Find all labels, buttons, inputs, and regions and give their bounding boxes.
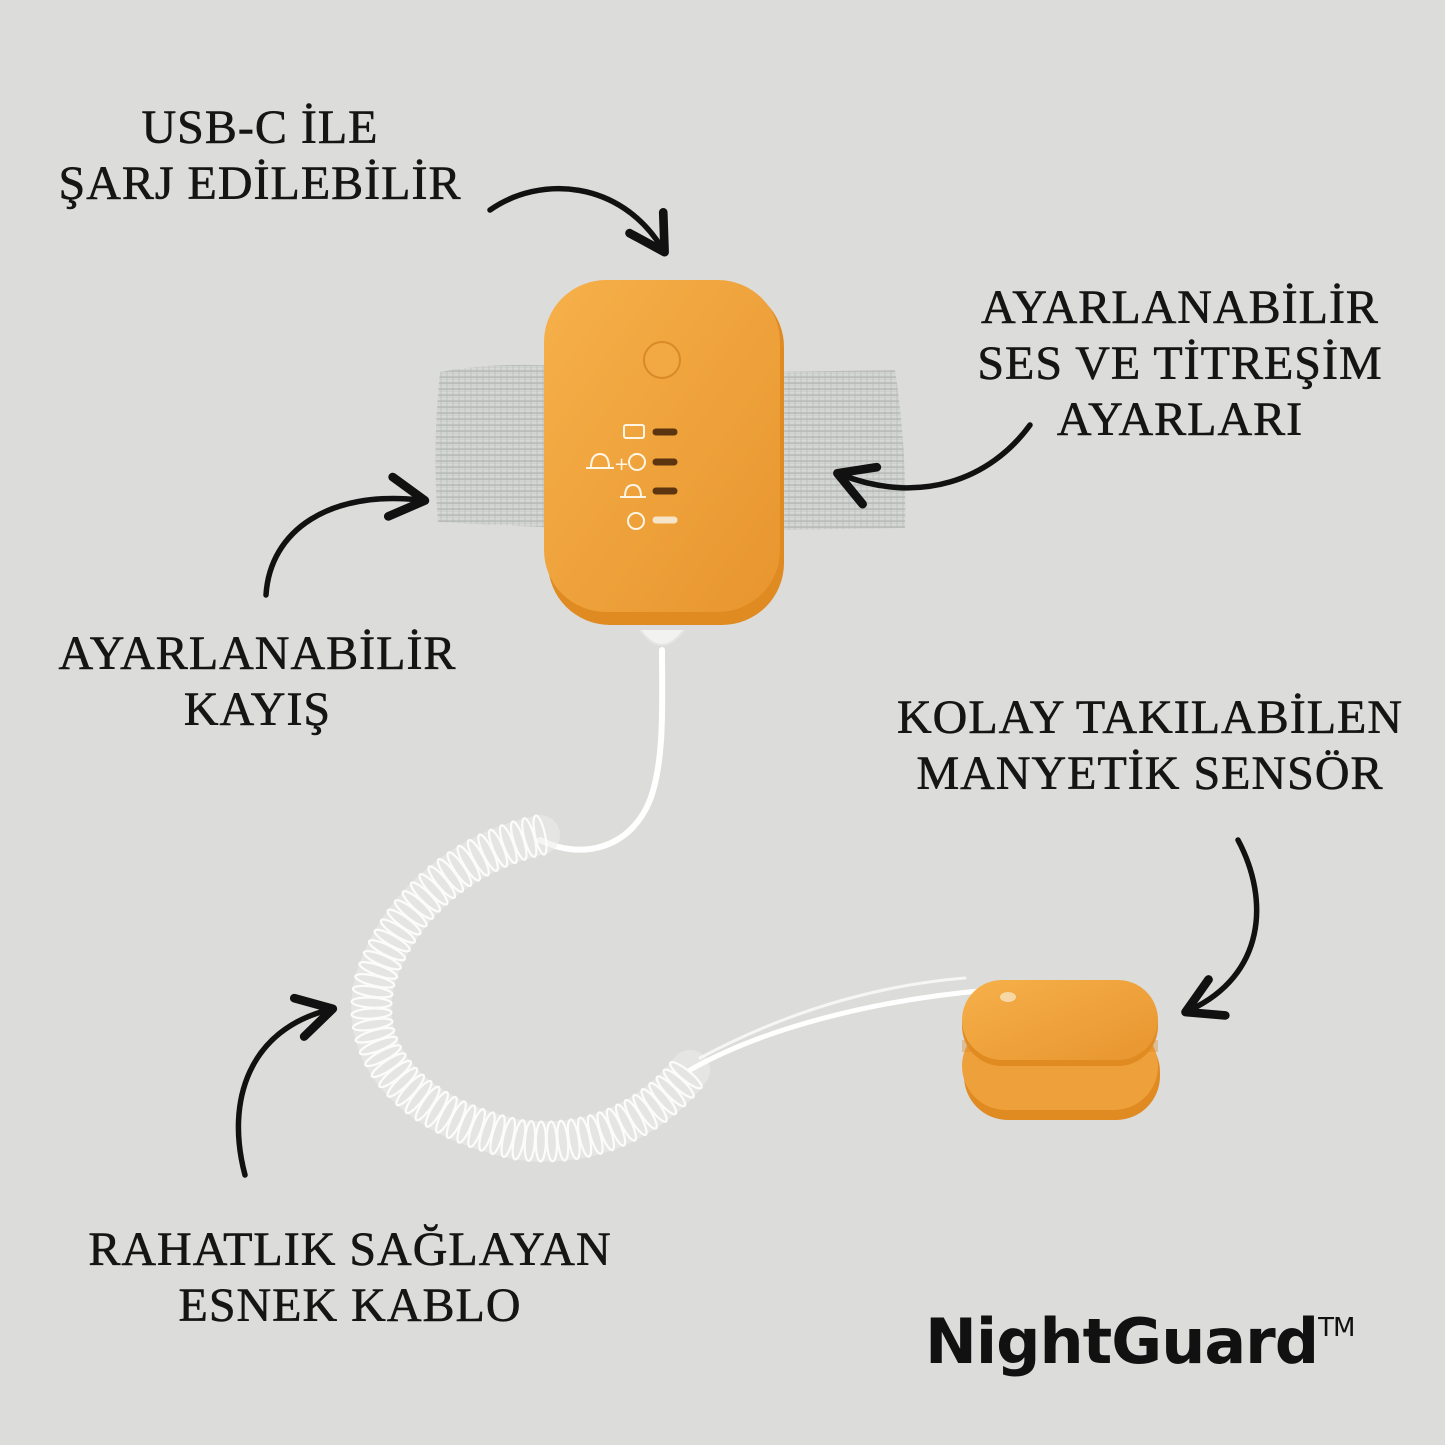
brand-logo: NightGuardTM <box>925 1305 1355 1378</box>
adjustable-strap-label: AYARLANABİLİR KAYIŞ <box>20 626 495 738</box>
label-line: ŞARJ EDİLEBİLİR <box>58 157 462 211</box>
annotation-arrows <box>235 185 1260 1178</box>
magnetic-sensor-label: KOLAY TAKILABİLEN MANYETİK SENSÖR <box>860 690 1440 802</box>
vibration-icon <box>628 453 646 471</box>
battery-icon <box>623 424 645 439</box>
usb-c-charging-label: USB-C İLE ŞARJ EDİLEBİLİR <box>30 100 490 212</box>
label-line: SES VE TİTREŞİM <box>977 337 1383 391</box>
sound-vibration-settings-label: AYARLANABİLİR SES VE TİTREŞİM AYARLARI <box>935 280 1425 448</box>
magnetic-sensor <box>962 980 1160 1120</box>
label-line: AYARLARI <box>1056 393 1304 447</box>
flexible-cable-label: RAHATLIK SAĞLAYAN ESNEK KABLO <box>40 1222 660 1334</box>
label-line: USB-C İLE <box>141 101 379 155</box>
bell-icon <box>620 483 646 498</box>
label-line: KAYIŞ <box>183 683 332 737</box>
label-line: AYARLANABİLİR <box>981 281 1379 335</box>
label-line: AYARLANABİLİR <box>58 627 457 681</box>
power-button <box>643 341 681 379</box>
label-line: RAHATLIK SAĞLAYAN <box>88 1223 612 1277</box>
bell-icon <box>586 452 614 469</box>
label-line: ESNEK KABLO <box>178 1279 522 1333</box>
alarm-unit: + <box>544 280 784 646</box>
brand-name: NightGuard <box>925 1305 1319 1378</box>
svg-text:+: + <box>614 454 629 475</box>
vibration-icon <box>627 512 645 530</box>
label-line: KOLAY TAKILABİLEN <box>897 691 1403 745</box>
label-line: MANYETİK SENSÖR <box>916 747 1384 801</box>
coiled-cable <box>350 647 993 1163</box>
trademark-mark: TM <box>1318 1313 1355 1343</box>
